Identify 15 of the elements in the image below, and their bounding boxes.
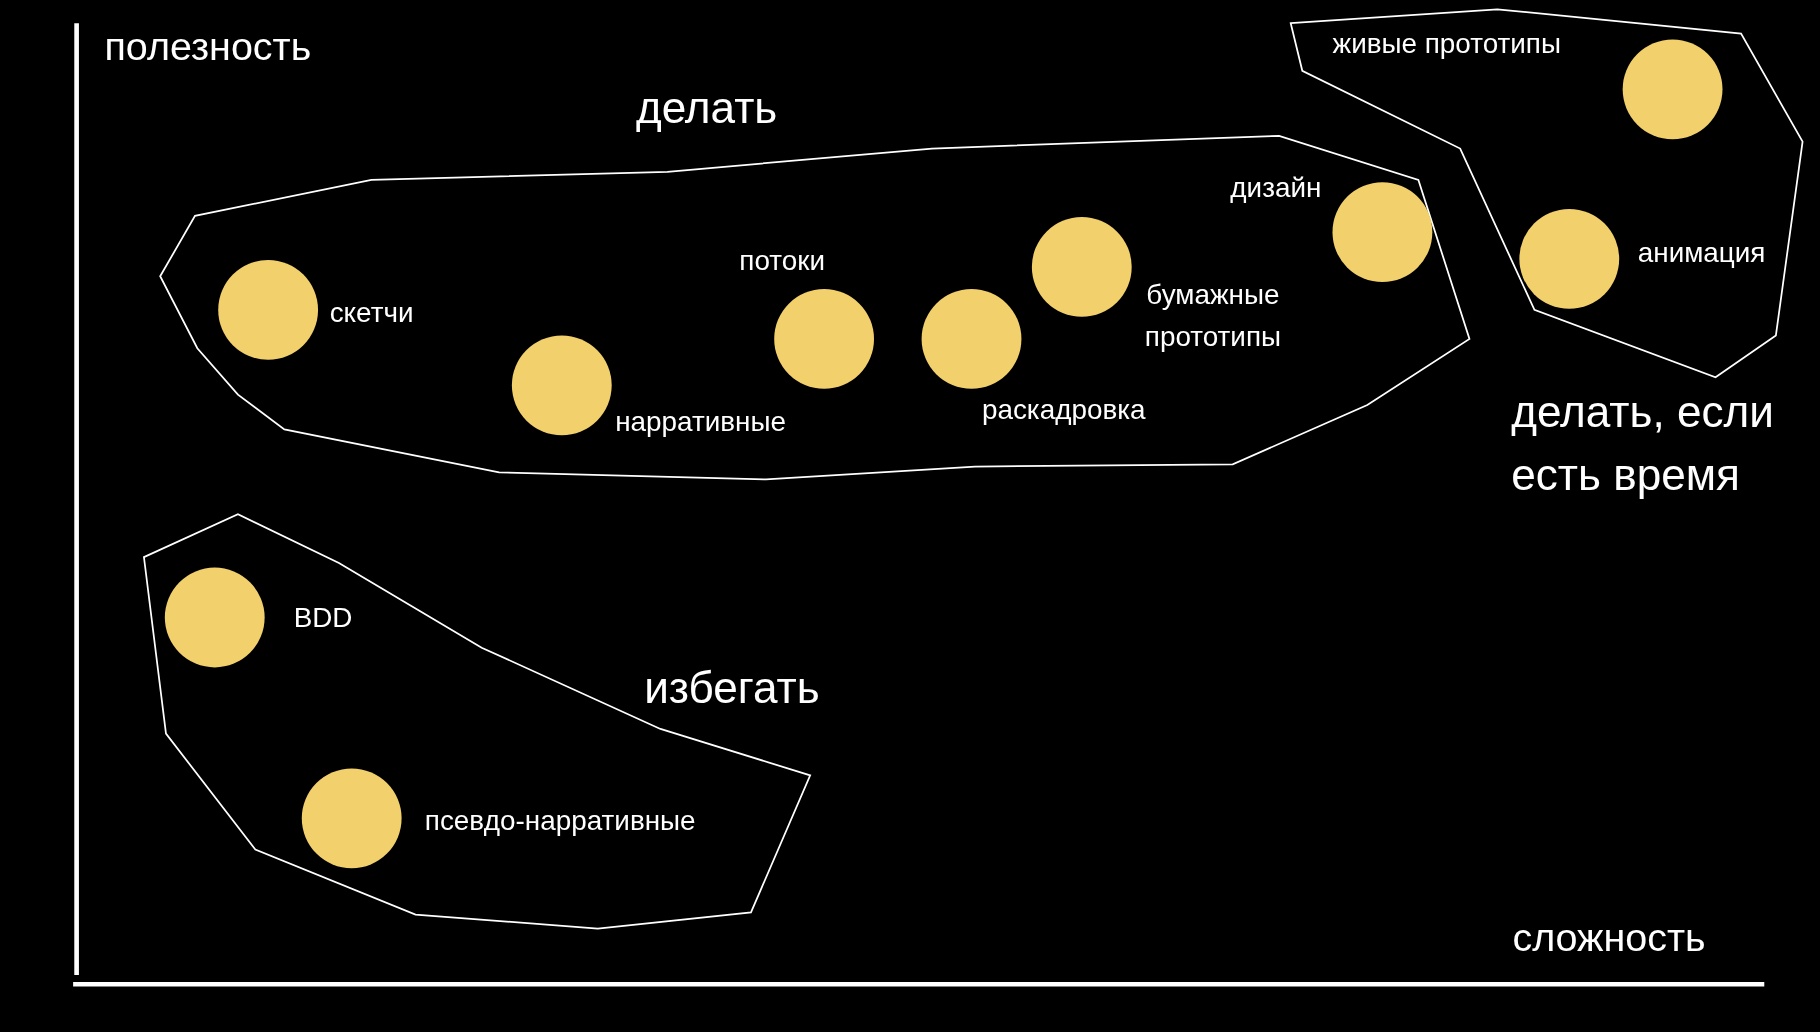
item-label: раскадровка <box>981 392 1146 427</box>
item-label: бумажные прототипы <box>1143 277 1283 354</box>
item-label: BDD <box>293 600 353 635</box>
item-label: псевдо-нарративные <box>424 803 696 838</box>
axis-title: сложность <box>1512 913 1706 961</box>
item-label: анимация <box>1637 235 1766 271</box>
item-label: живые прототипы <box>1332 26 1561 62</box>
item-label: нарративные <box>615 404 786 439</box>
item-label: скетчи <box>329 295 414 330</box>
axis-title: полезность <box>104 23 312 71</box>
item-label: потоки <box>739 243 826 279</box>
item-label: дизайн <box>1230 170 1322 206</box>
group-heading: делать, если есть время <box>1511 386 1775 502</box>
group-heading: делать <box>636 82 779 135</box>
group-heading: избегать <box>644 662 821 715</box>
